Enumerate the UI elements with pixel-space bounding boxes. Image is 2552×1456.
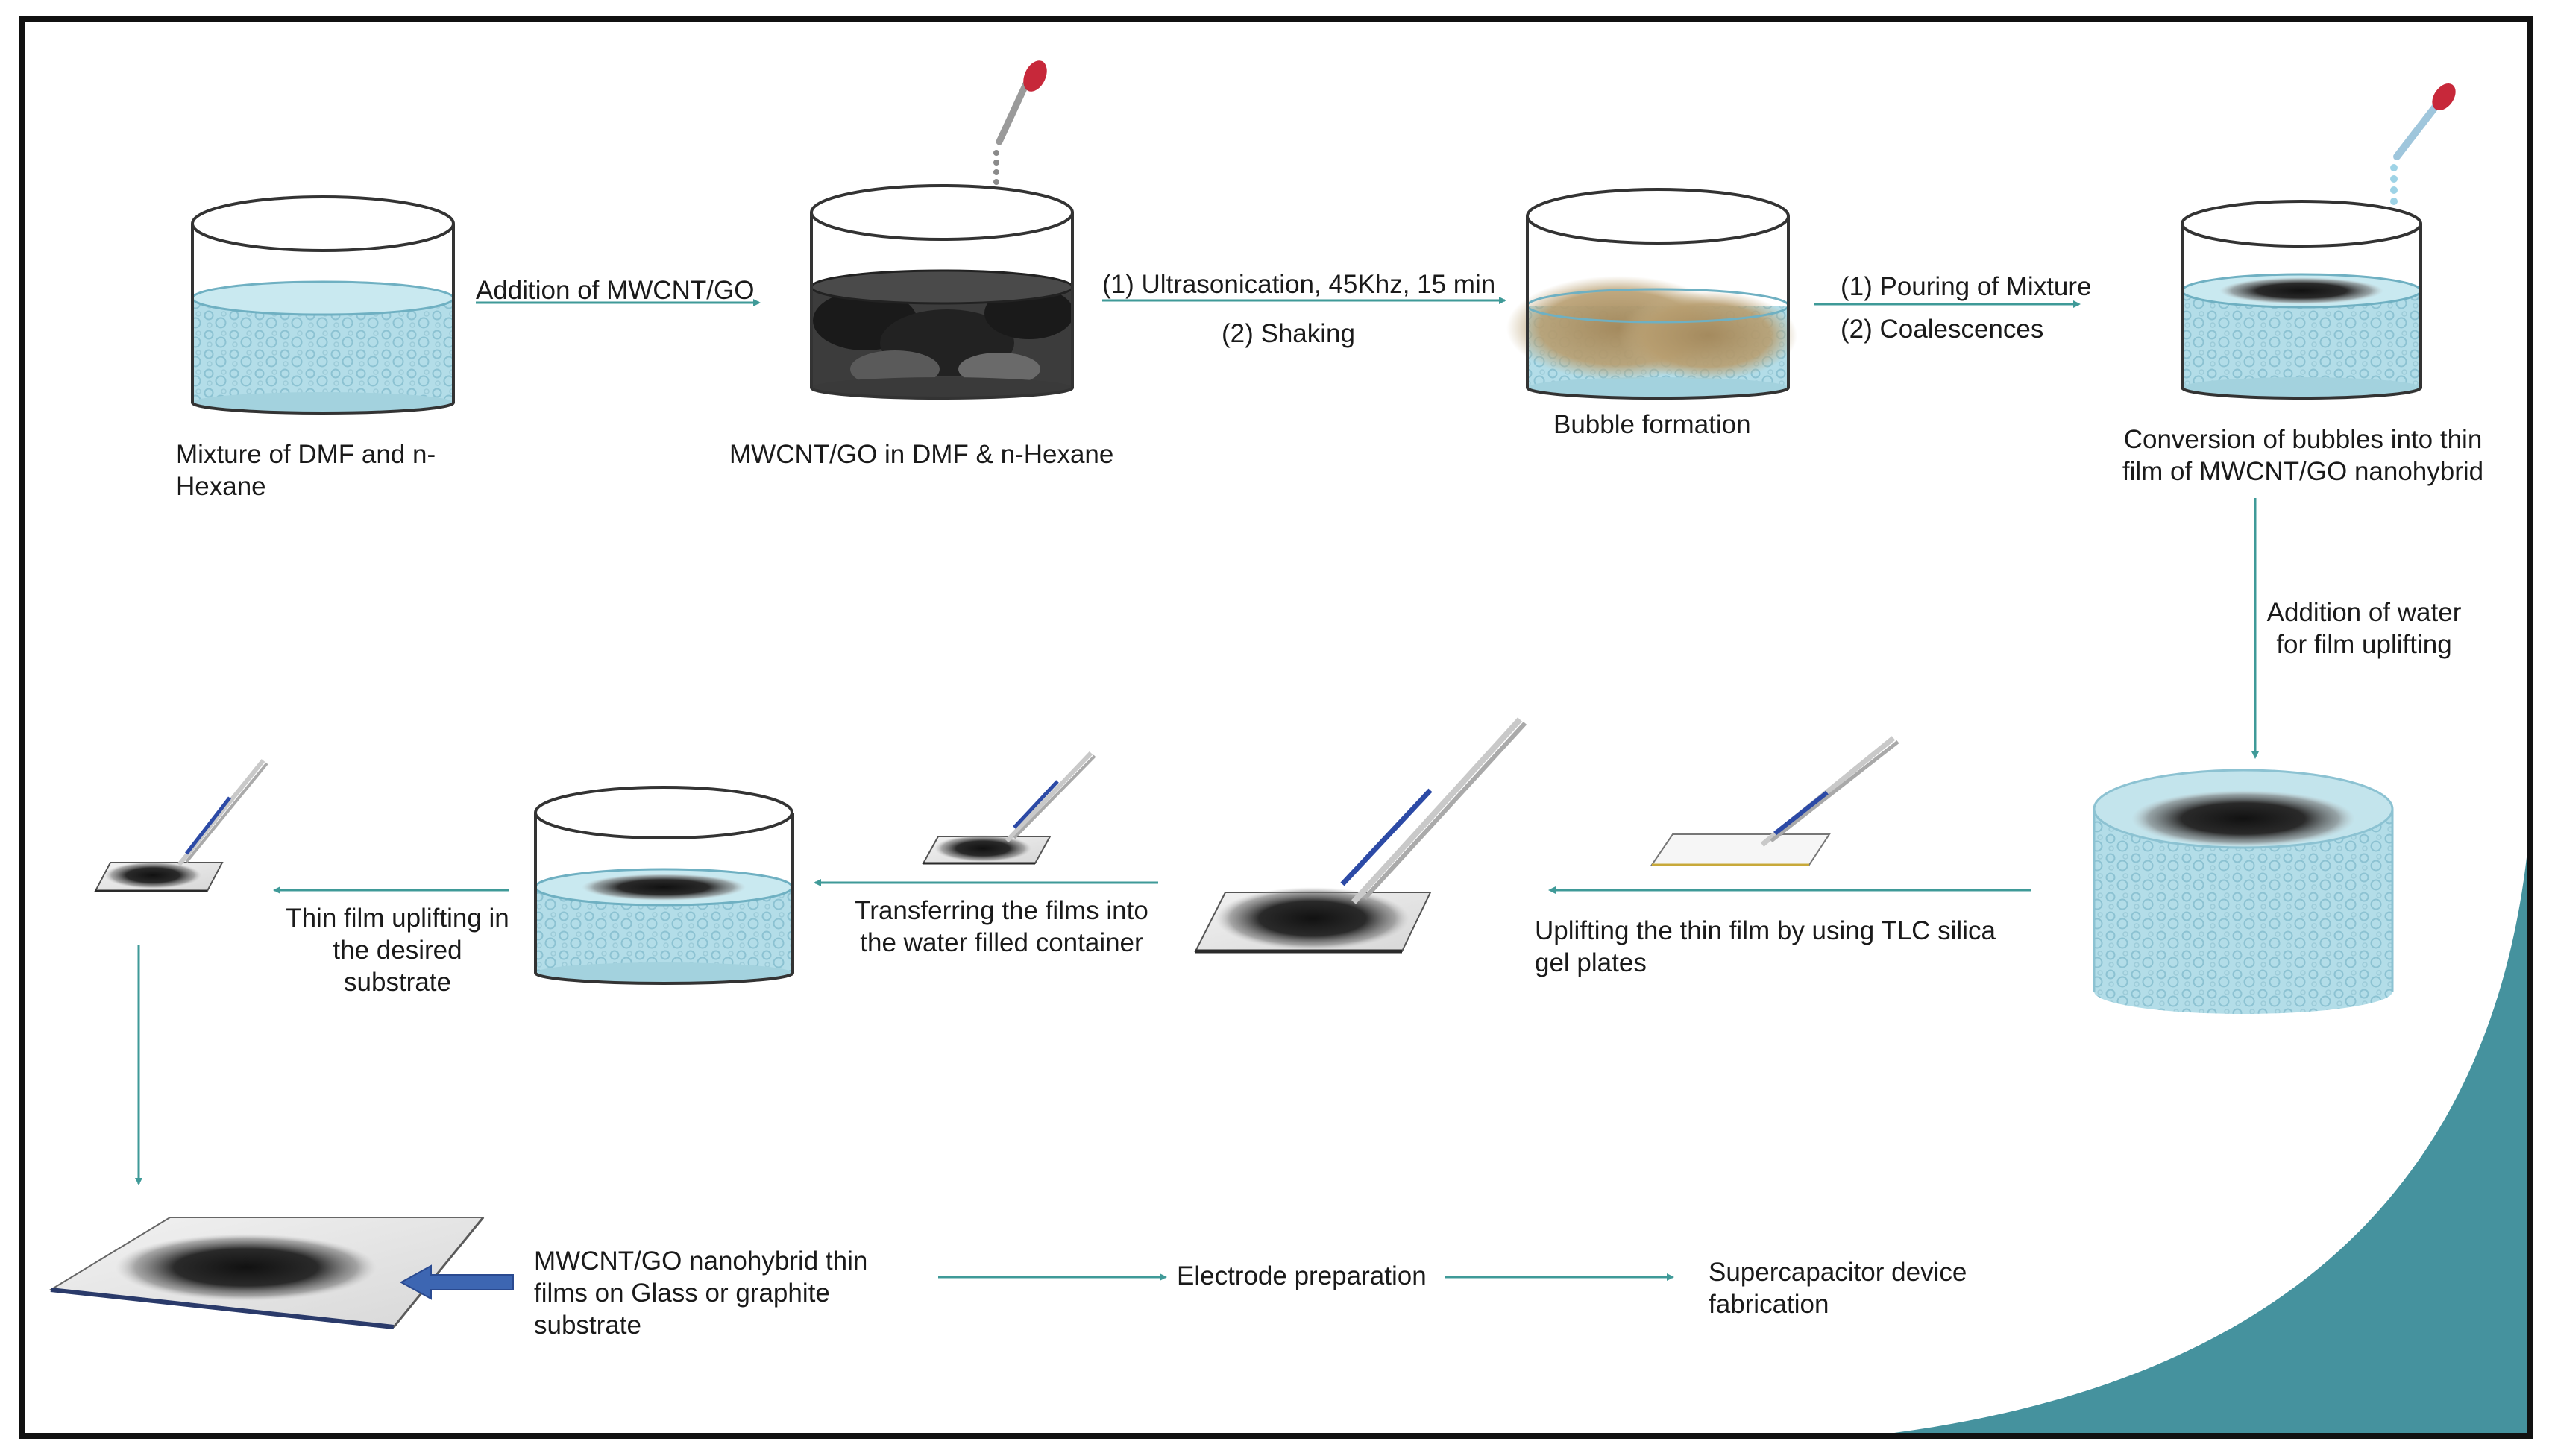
glass-plate-icon [48, 1217, 485, 1329]
label-transferring: Transferring the films into the water fi… [855, 896, 1148, 957]
label-electrode-prep: Electrode preparation [1177, 1261, 1427, 1290]
label-uplifting-tlc: Uplifting the thin film by using TLC sil… [1535, 916, 1996, 977]
label-ultrasonication: (1) Ultrasonication, 45Khz, 15 min [1102, 270, 1496, 299]
label-supercapacitor: Supercapacitor device fabrication [1709, 1258, 1967, 1319]
label-addition-water: Addition of water for film uplifting [2266, 598, 2462, 659]
label-bubble-formation: Bubble formation [1553, 410, 1751, 439]
beaker-icon [1506, 188, 1797, 400]
label-coalescences: (2) Coalescences [1841, 315, 2044, 344]
beaker-icon [191, 195, 455, 415]
beaker-icon [2093, 769, 2394, 1014]
label-mixture: Mixture of DMF and n- Hexane [176, 440, 436, 501]
label-shaking: (2) Shaking [1222, 319, 1355, 348]
label-conversion: Conversion of bubbles into thin film of … [2122, 425, 2484, 486]
tweezers-icon [1194, 717, 1527, 954]
dropper-icon [2390, 83, 2456, 205]
block-arrow-icon [399, 1264, 514, 1300]
tweezers-icon [922, 751, 1096, 865]
dropper-icon [993, 60, 1047, 185]
label-nanohybrid-films: MWCNT/GO nanohybrid thin films on Glass … [534, 1247, 868, 1340]
label-mwcnt-in-dmf: MWCNT/GO in DMF & n-Hexane [729, 440, 1114, 469]
label-addition-mwcnt: Addition of MWCNT/GO [476, 276, 755, 305]
teal-corner-decoration [1894, 857, 2527, 1433]
beaker-icon [810, 184, 1074, 400]
tweezers-icon [94, 759, 268, 892]
beaker-icon [2181, 200, 2422, 400]
label-thin-film-uplifting: Thin film uplifting in the desired subst… [286, 904, 509, 997]
diagram-frame [19, 16, 2533, 1439]
beaker-icon [534, 786, 794, 986]
tweezers-icon [1650, 736, 1899, 866]
label-pouring: (1) Pouring of Mixture [1841, 272, 2092, 301]
